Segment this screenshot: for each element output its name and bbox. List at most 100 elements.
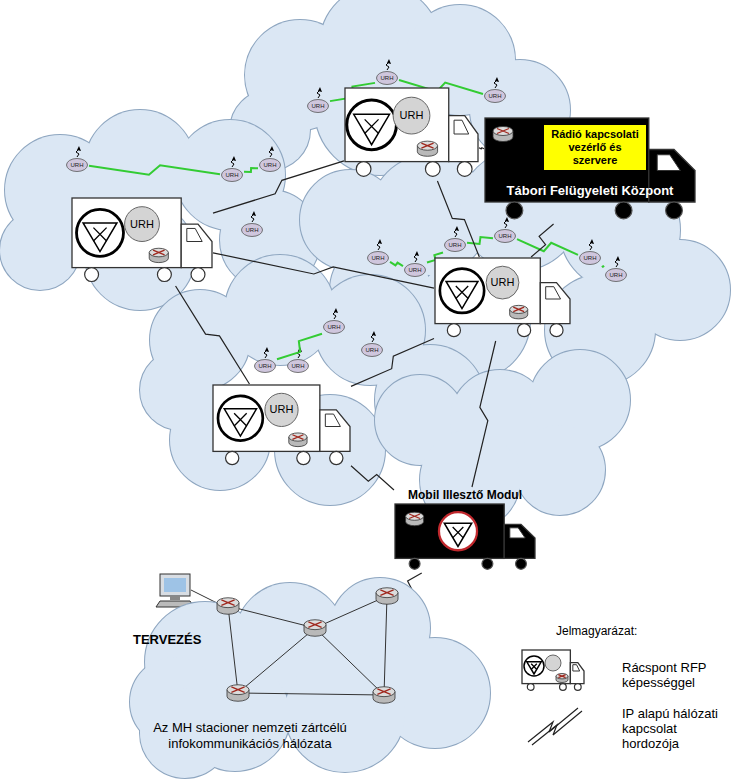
cloud-edge (140, 350, 220, 430)
router-arrows (421, 143, 433, 148)
edge-group (472, 341, 496, 487)
node-text: URH (226, 172, 239, 179)
network-link (315, 628, 384, 695)
legend-entry: IP alapú hálózati kapcsolat hordozója (622, 706, 737, 751)
radio-ellipse (222, 169, 243, 182)
edge-group (517, 239, 578, 255)
router-arrows (409, 514, 420, 519)
symbol-ring (439, 512, 477, 550)
radio-ellipse (377, 72, 398, 85)
legend-text: IP alapú hálózati kapcsolat hordozója (622, 706, 737, 751)
antenna-head (318, 87, 322, 92)
supervision-center-truck: Rádió kapcsolati vezérlő és szervereTábo… (485, 118, 695, 223)
truck-body (522, 650, 570, 684)
antenna-head (232, 156, 236, 161)
node-text: Az MH stacioner nemzeti zártcélú infokom… (130, 720, 370, 752)
network-link (238, 628, 315, 693)
radio-node: URH (376, 71, 398, 85)
antenna-head (495, 77, 499, 82)
truck-cab (540, 283, 570, 324)
truck-window (454, 120, 469, 134)
node-text: URH (259, 363, 272, 370)
network-link (228, 606, 238, 693)
node-text: URH (264, 162, 277, 169)
router-icon (406, 512, 424, 525)
legend-entry: Rácspont RFP képességgel (622, 660, 737, 690)
truck-outline (345, 88, 478, 176)
lightning-line (532, 711, 582, 745)
router-icon (417, 141, 437, 156)
router-icon (227, 685, 249, 702)
cloud-area (285, 652, 405, 772)
symbol-triangle (527, 662, 541, 674)
router-arrows (308, 622, 321, 628)
node-text: URH (486, 266, 519, 299)
radio-ellipse (368, 252, 389, 265)
radio-link (390, 262, 403, 266)
network-link (238, 693, 384, 695)
military-symbol (218, 396, 263, 441)
node-outline (213, 385, 350, 468)
ip-link (472, 341, 496, 487)
network-cloud (375, 350, 630, 530)
radio-link (277, 334, 322, 359)
truck-wheel (297, 451, 310, 464)
router-icon (289, 433, 307, 447)
radio-circle (125, 207, 160, 242)
cloud-fill (130, 578, 490, 778)
radio-node: URH (367, 251, 389, 265)
truck-wheel (425, 162, 440, 177)
radio-ellipse (495, 230, 516, 243)
router-icon (510, 305, 528, 319)
antenna-head (455, 226, 459, 231)
cloud-group (0, 0, 730, 530)
cloud-area (0, 210, 80, 290)
radio-ellipse (242, 224, 263, 237)
truck-wheel (550, 324, 563, 337)
truck-wheel (330, 451, 343, 464)
node-text: URH (449, 242, 462, 249)
cloud-outline (375, 350, 630, 530)
router-top (304, 620, 326, 630)
router-arrows (377, 689, 390, 695)
radio-ellipse (485, 90, 506, 103)
router-arrows (231, 687, 244, 693)
radio-node: URH (404, 263, 426, 277)
router-top (373, 687, 395, 697)
truck-body (395, 504, 504, 558)
ip-link (176, 286, 250, 384)
cloud-edge (515, 425, 605, 515)
cloud-outline (130, 578, 490, 778)
node-outline (345, 88, 478, 180)
router-top (217, 598, 239, 608)
truck-outline (395, 504, 535, 569)
node-text: URH (409, 267, 422, 274)
antenna-head (387, 59, 391, 64)
node-text: URH (372, 255, 385, 262)
radio-ellipse (67, 159, 88, 172)
symbol-triangle (444, 523, 471, 546)
radio-link (244, 168, 258, 172)
cloud-edge (285, 652, 405, 772)
radio-node: URH (307, 99, 329, 113)
node-text: URH (584, 255, 597, 262)
cloud-fill (375, 350, 630, 530)
radio-ellipse (445, 239, 466, 252)
label-holder: Jelmagyarázat: (556, 624, 637, 638)
radio-node: URH (444, 238, 466, 252)
truck-body (345, 88, 449, 162)
node-text: URH (71, 162, 84, 169)
adapter-module-truck: Mobil Illesztő Modul (395, 488, 535, 572)
radio-node: URH (221, 168, 243, 182)
truck-wheel (506, 202, 523, 219)
military-symbol (77, 209, 124, 256)
symbol-ring (347, 100, 397, 150)
truck-wheel (518, 324, 531, 337)
ip-link (437, 181, 479, 257)
node-text: URH (246, 227, 259, 234)
truck-wheel (356, 162, 371, 177)
router-top (510, 305, 528, 313)
router-icon (493, 127, 513, 142)
truck-wheel (560, 684, 567, 691)
radio-link (467, 237, 493, 244)
